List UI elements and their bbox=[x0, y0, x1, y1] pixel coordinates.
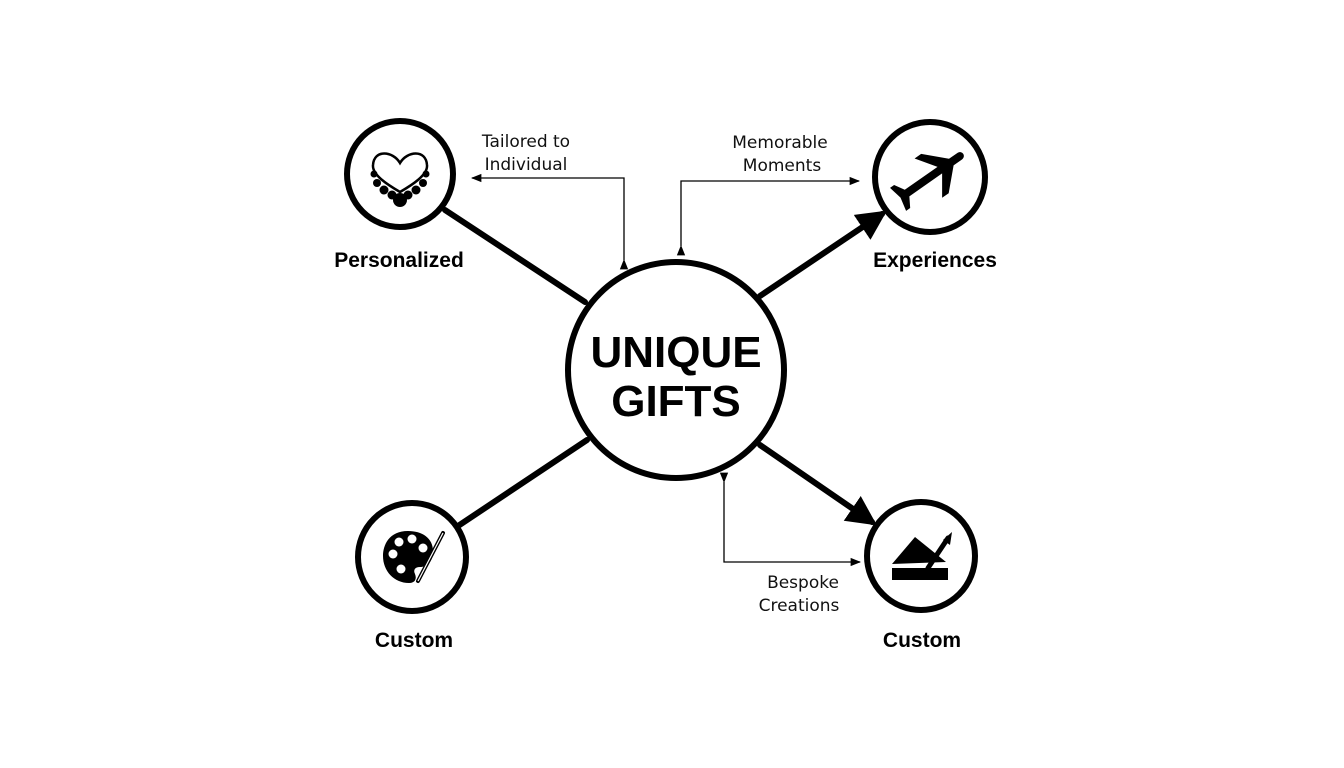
annotation-memorable-line1: Memorable bbox=[732, 133, 827, 153]
annotation-arrow-memorable bbox=[676, 176, 861, 256]
annotation-memorable-line2: Moments bbox=[743, 156, 822, 176]
annotation-arrow-bespoke bbox=[719, 472, 862, 567]
node-label-personalized: Personalized bbox=[334, 249, 464, 272]
paint-palette-icon bbox=[383, 531, 445, 583]
annotation-arrow-tailored bbox=[470, 173, 629, 270]
annotation-memorable: Memorable Moments bbox=[732, 133, 827, 176]
annotation-bespoke-line2: Creations bbox=[759, 596, 840, 616]
annotation-tailored-line2: Individual bbox=[485, 155, 568, 175]
connector-experiences bbox=[757, 210, 887, 299]
necklace-icon bbox=[370, 152, 430, 207]
center-title-line2: GIFTS bbox=[611, 377, 741, 426]
airplane-icon bbox=[890, 152, 964, 211]
annotation-bespoke: Bespoke Creations bbox=[759, 573, 840, 616]
craft-tools-icon bbox=[892, 532, 952, 580]
connector-personalized bbox=[442, 207, 588, 305]
node-personalized: Personalized bbox=[334, 118, 464, 272]
annotation-tailored: Tailored to Individual bbox=[481, 132, 570, 175]
node-label-experiences: Experiences bbox=[873, 249, 997, 272]
connector-custom-right bbox=[757, 442, 877, 526]
annotation-tailored-line1: Tailored to bbox=[481, 132, 570, 152]
annotation-bespoke-line1: Bespoke bbox=[767, 573, 839, 593]
node-label-custom-right: Custom bbox=[883, 629, 961, 652]
connector-custom-left bbox=[455, 437, 590, 529]
node-custom-left: Custom bbox=[355, 500, 469, 652]
node-custom-right: Custom bbox=[864, 499, 978, 652]
center-node: UNIQUE GIFTS bbox=[565, 259, 787, 481]
node-label-custom-left: Custom bbox=[375, 629, 453, 652]
center-title-line1: UNIQUE bbox=[590, 328, 761, 377]
node-experiences: Experiences bbox=[872, 119, 997, 272]
